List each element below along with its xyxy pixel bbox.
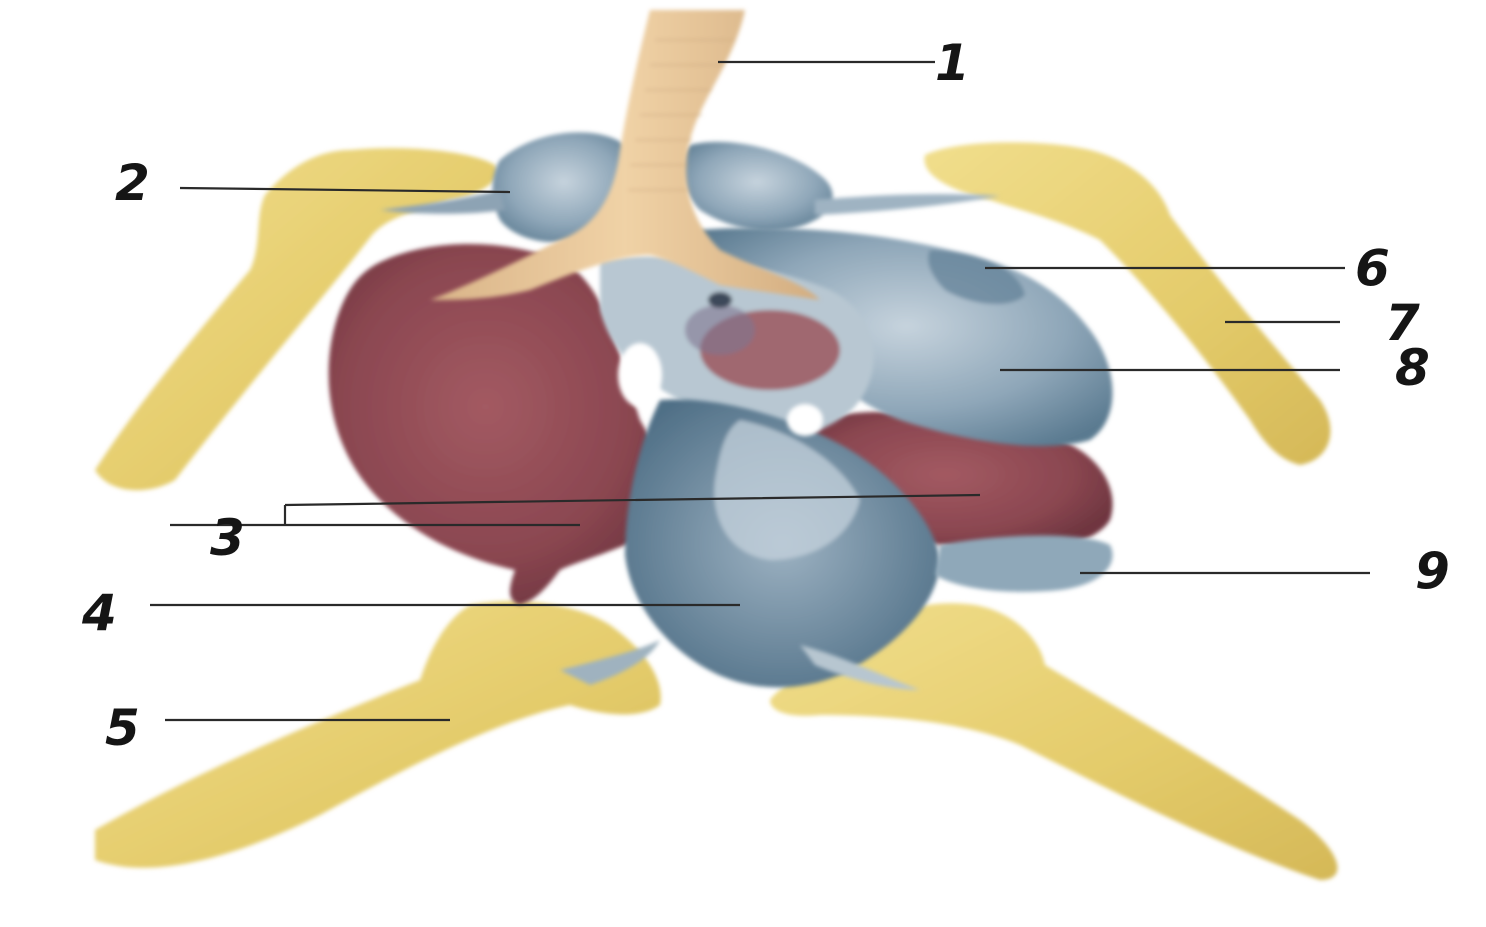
label-1: 1	[935, 34, 970, 92]
lower-left-bone	[95, 601, 661, 868]
label-4: 4	[81, 584, 117, 642]
label-3: 3	[210, 509, 245, 567]
label-6: 6	[1355, 239, 1390, 297]
lower-right-blue-lobe	[935, 536, 1113, 592]
label-8: 8	[1395, 339, 1430, 397]
label-5: 5	[105, 699, 140, 757]
label-9: 9	[1415, 542, 1450, 600]
label-2: 2	[115, 154, 150, 212]
